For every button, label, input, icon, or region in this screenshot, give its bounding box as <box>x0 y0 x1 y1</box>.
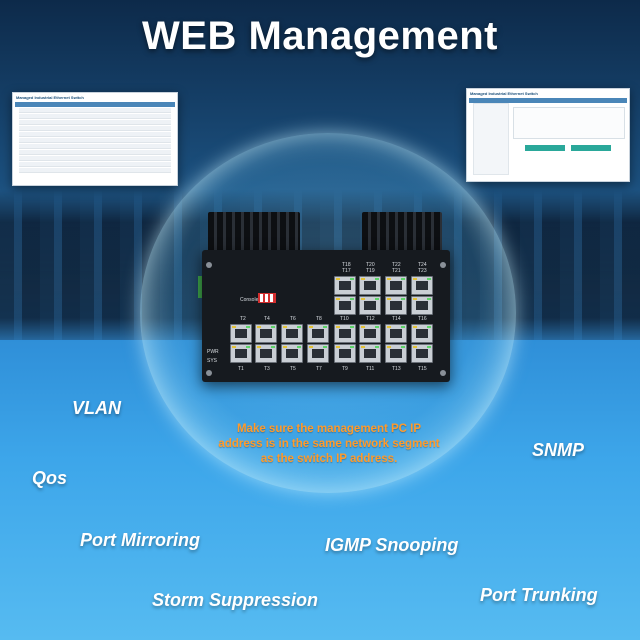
left-panel-row <box>19 132 171 137</box>
port-label: T2 <box>240 316 246 322</box>
ethernet-port <box>411 276 433 295</box>
heatsink-fins-left <box>208 212 300 256</box>
port-label: T21 <box>392 268 401 274</box>
notice-line: Make sure the management PC IP <box>236 423 422 435</box>
ethernet-port <box>255 324 277 343</box>
feature-qos: Qos <box>32 468 68 488</box>
feature-vlan: VLAN <box>72 398 121 418</box>
left-panel-nav-bar <box>15 102 175 107</box>
ethernet-port <box>230 324 252 343</box>
port-label: T12 <box>366 316 375 322</box>
ethernet-port <box>411 296 433 315</box>
ethernet-port <box>385 344 407 363</box>
port-label: T15 <box>418 366 427 372</box>
port-label: T17 <box>342 268 351 274</box>
feature-storm-suppression: Storm Suppression <box>152 590 319 610</box>
pwr-label: PWR <box>207 349 219 355</box>
left-panel-row <box>19 150 171 155</box>
port-label: T9 <box>342 366 348 372</box>
feature-igmp-snooping: IGMP Snooping <box>325 535 459 555</box>
ethernet-port <box>359 296 381 315</box>
screw-icon <box>440 370 446 376</box>
left-panel-row <box>19 168 171 173</box>
port-label: T5 <box>290 366 296 372</box>
port-label: T24 <box>418 262 427 268</box>
screw-icon <box>206 370 212 376</box>
ethernet-port <box>307 324 329 343</box>
feature-snmp: SNMP <box>532 440 585 460</box>
right-panel-sidebar <box>473 103 509 175</box>
ethernet-port <box>411 324 433 343</box>
ethernet-port <box>281 344 303 363</box>
right-web-ui-screenshot: Managed Industrial Ethernet Switch <box>466 88 630 182</box>
feature-port-mirroring: Port Mirroring <box>80 530 200 550</box>
port-label: T8 <box>316 316 322 322</box>
ethernet-port <box>307 344 329 363</box>
port-label: T18 <box>342 262 351 268</box>
right-panel-status-bar <box>525 145 565 151</box>
ethernet-port <box>334 276 356 295</box>
ethernet-port <box>334 296 356 315</box>
notice-line: as the switch IP address. <box>260 453 398 465</box>
ethernet-port <box>359 324 381 343</box>
ethernet-port <box>385 296 407 315</box>
left-panel-row <box>19 108 171 113</box>
ethernet-port <box>334 344 356 363</box>
right-panel-content-box <box>513 107 625 139</box>
left-panel-row <box>19 162 171 167</box>
port-label: T19 <box>366 268 375 274</box>
left-panel-row <box>19 156 171 161</box>
heatsink-fins-right <box>362 212 442 256</box>
ip-notice-text: Make sure the management PC IP address i… <box>206 422 452 467</box>
left-panel-row <box>19 138 171 143</box>
ethernet-port <box>359 276 381 295</box>
port-label: T23 <box>418 268 427 274</box>
page-title: WEB Management <box>142 14 498 58</box>
left-panel-row <box>19 114 171 119</box>
left-web-ui-screenshot: Managed Industrial Ethernet Switch <box>12 92 178 186</box>
ethernet-port <box>230 344 252 363</box>
left-panel-row <box>19 120 171 125</box>
dip-switch <box>258 293 276 303</box>
port-label: T16 <box>418 316 427 322</box>
right-panel-title: Managed Industrial Ethernet Switch <box>470 91 538 96</box>
port-label: T10 <box>340 316 349 322</box>
ethernet-port <box>385 276 407 295</box>
port-label: T11 <box>366 366 375 372</box>
left-panel-title: Managed Industrial Ethernet Switch <box>16 95 84 100</box>
port-label: T3 <box>264 366 270 372</box>
ethernet-port <box>255 344 277 363</box>
ethernet-port <box>359 344 381 363</box>
port-label: T14 <box>392 316 401 322</box>
console-label: Console <box>240 297 259 303</box>
power-terminal-connector <box>198 276 204 298</box>
sys-label: SYS <box>207 358 218 364</box>
port-label: T4 <box>264 316 270 322</box>
ethernet-port <box>281 324 303 343</box>
port-label: T1 <box>238 366 244 372</box>
right-panel-status-bar <box>571 145 611 151</box>
port-label: T20 <box>366 262 375 268</box>
right-panel-nav-bar <box>469 98 627 103</box>
notice-line: address is in the same network segment <box>218 438 440 450</box>
feature-port-trunking: Port Trunking <box>480 585 598 605</box>
left-panel-row <box>19 126 171 131</box>
left-panel-row <box>19 144 171 149</box>
port-label: T22 <box>392 262 401 268</box>
screw-icon <box>206 262 212 268</box>
port-label: T7 <box>316 366 322 372</box>
port-label: T6 <box>290 316 296 322</box>
screw-icon <box>440 262 446 268</box>
ethernet-port <box>385 324 407 343</box>
ethernet-port <box>411 344 433 363</box>
port-label: T13 <box>392 366 401 372</box>
ethernet-port <box>334 324 356 343</box>
